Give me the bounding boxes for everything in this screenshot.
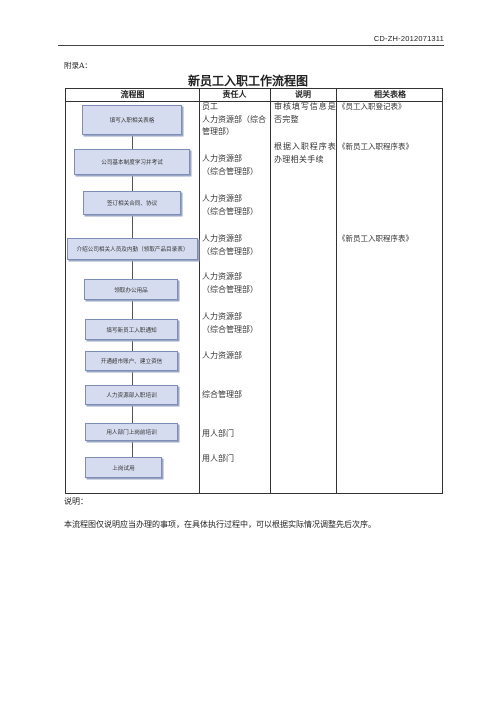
explanation-label: 说明： (64, 497, 88, 506)
column-divider (270, 89, 271, 493)
header-forms: 相关表格 (374, 90, 406, 99)
flow-step-fill-forms: 填写入职相关表格 (82, 105, 182, 135)
header-row-divider (66, 101, 442, 102)
header-notes: 说明 (295, 90, 311, 99)
header-responsible: 责任人 (222, 90, 247, 99)
flow-arrow (132, 371, 133, 385)
document-code: CD-ZH-2012071311 (373, 34, 444, 43)
responsible-cell: 人力资源部 （综合管理部） (202, 312, 258, 334)
flow-arrow (132, 441, 133, 457)
responsible-cell: 用人部门 (202, 454, 234, 463)
column-divider (199, 89, 200, 493)
note-cell: 审核填写信息是否完整 (274, 102, 336, 124)
flow-step-probation: 上岗试用 (85, 457, 162, 478)
flow-arrow (132, 260, 133, 279)
responsible-cell: 员工 人力资源部（综合管理部） (202, 102, 266, 136)
flow-step-open-account: 开通超市账户、建立资信 (85, 351, 178, 371)
flow-arrow (132, 340, 133, 351)
form-cell: 《员工入职登记表》 (338, 102, 406, 111)
page-title: 新员工入职工作流程图 (187, 74, 308, 88)
flow-arrow (132, 405, 133, 423)
explanation-text: 本流程图仅说明应当办理的事项，在具体执行过程中，可以根据实际情况调整先后次序。 (64, 520, 376, 529)
flow-step-office-supplies: 领取办公用品 (84, 279, 178, 300)
header-flowchart: 流程图 (120, 90, 145, 99)
header-rule (58, 45, 444, 46)
responsible-cell: 人力资源部 （综合管理部） (202, 272, 258, 294)
responsible-cell: 用人部门 (202, 429, 234, 438)
responsible-cell: 人力资源部 （综合管理部） (202, 154, 258, 176)
flow-step-sign-contract: 签订相关合同、协议 (83, 191, 181, 215)
responsible-cell: 综合管理部 (202, 390, 242, 399)
flow-step-dept-training: 用人部门上岗前培训 (85, 423, 178, 441)
flow-step-introduce-staff: 介绍公司相关人员及内勤（领取产品目录表） (67, 238, 198, 260)
flow-step-entry-notice: 填写新员工入职通知 (85, 319, 178, 340)
column-divider (336, 89, 337, 493)
workflow-table: 流程图 责任人 说明 相关表格 填写入职相关表格 公司基本制度学习并考试 签订相… (65, 88, 443, 494)
flow-arrow (132, 175, 133, 191)
responsible-cell: 人力资源部 （综合管理部） (202, 234, 258, 256)
flow-arrow (132, 300, 133, 319)
flow-arrow (132, 135, 133, 149)
responsible-cell: 人力资源部 (202, 351, 242, 360)
form-cell: 《新员工入职程序表》 (338, 234, 413, 243)
flow-arrow (132, 215, 133, 238)
appendix-label: 附录A： (64, 61, 92, 70)
flow-step-policy-study: 公司基本制度学习并考试 (74, 149, 190, 175)
note-cell: 根据入职程序表办理相关手续 (274, 142, 336, 164)
flow-step-hr-training: 人力资源部入职培训 (85, 385, 178, 405)
responsible-cell: 人力资源部 （综合管理部） (202, 194, 258, 216)
form-cell: 《新员工入职程序表》 (338, 142, 413, 151)
